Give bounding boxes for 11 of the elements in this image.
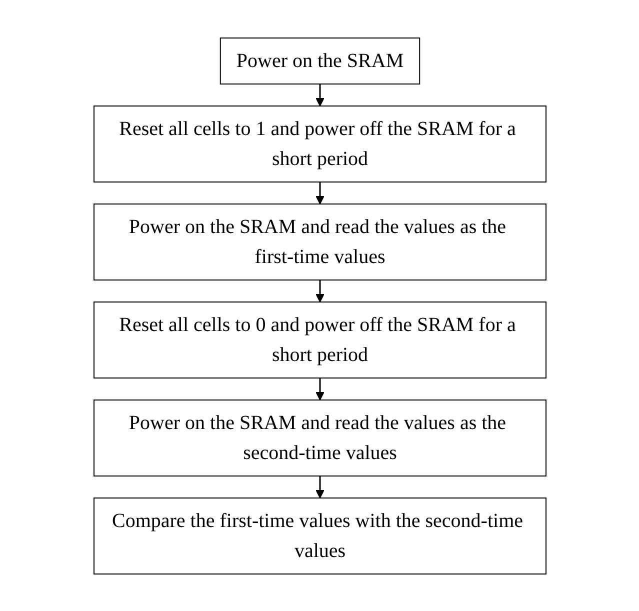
arrow — [315, 280, 324, 302]
arrow — [315, 84, 324, 106]
node-box: Power on the SRAM — [219, 37, 420, 84]
node-box: Power on the SRAM and read the values as the second-time values — [93, 399, 546, 476]
arrow — [315, 182, 324, 204]
arrow — [315, 378, 324, 400]
node-box: Reset all cells to 1 and power off the SRAM for a short period — [93, 105, 546, 182]
node-box: Power on the SRAM and read the values as the first-time values — [93, 203, 546, 280]
node-box: Compare the first-time values with the second-time values — [93, 497, 546, 574]
arrow — [315, 476, 324, 498]
node-box: Reset all cells to 0 and power off the SRAM for a short period — [93, 301, 546, 378]
